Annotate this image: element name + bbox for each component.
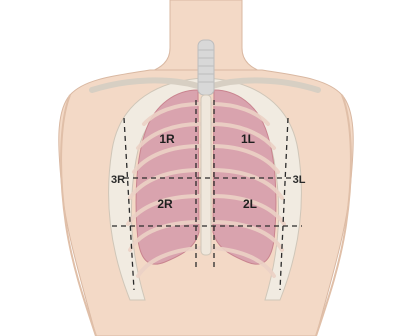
sternum [201, 95, 211, 255]
zone-label-2r: 2R [157, 197, 173, 211]
zone-label-1r: 1R [159, 132, 175, 146]
zone-label-3r: 3R [111, 174, 125, 186]
zone-label-1l: 1L [241, 132, 255, 146]
zone-label-2l: 2L [243, 197, 257, 211]
trachea [198, 40, 214, 95]
zone-label-3l: 3L [293, 174, 306, 186]
